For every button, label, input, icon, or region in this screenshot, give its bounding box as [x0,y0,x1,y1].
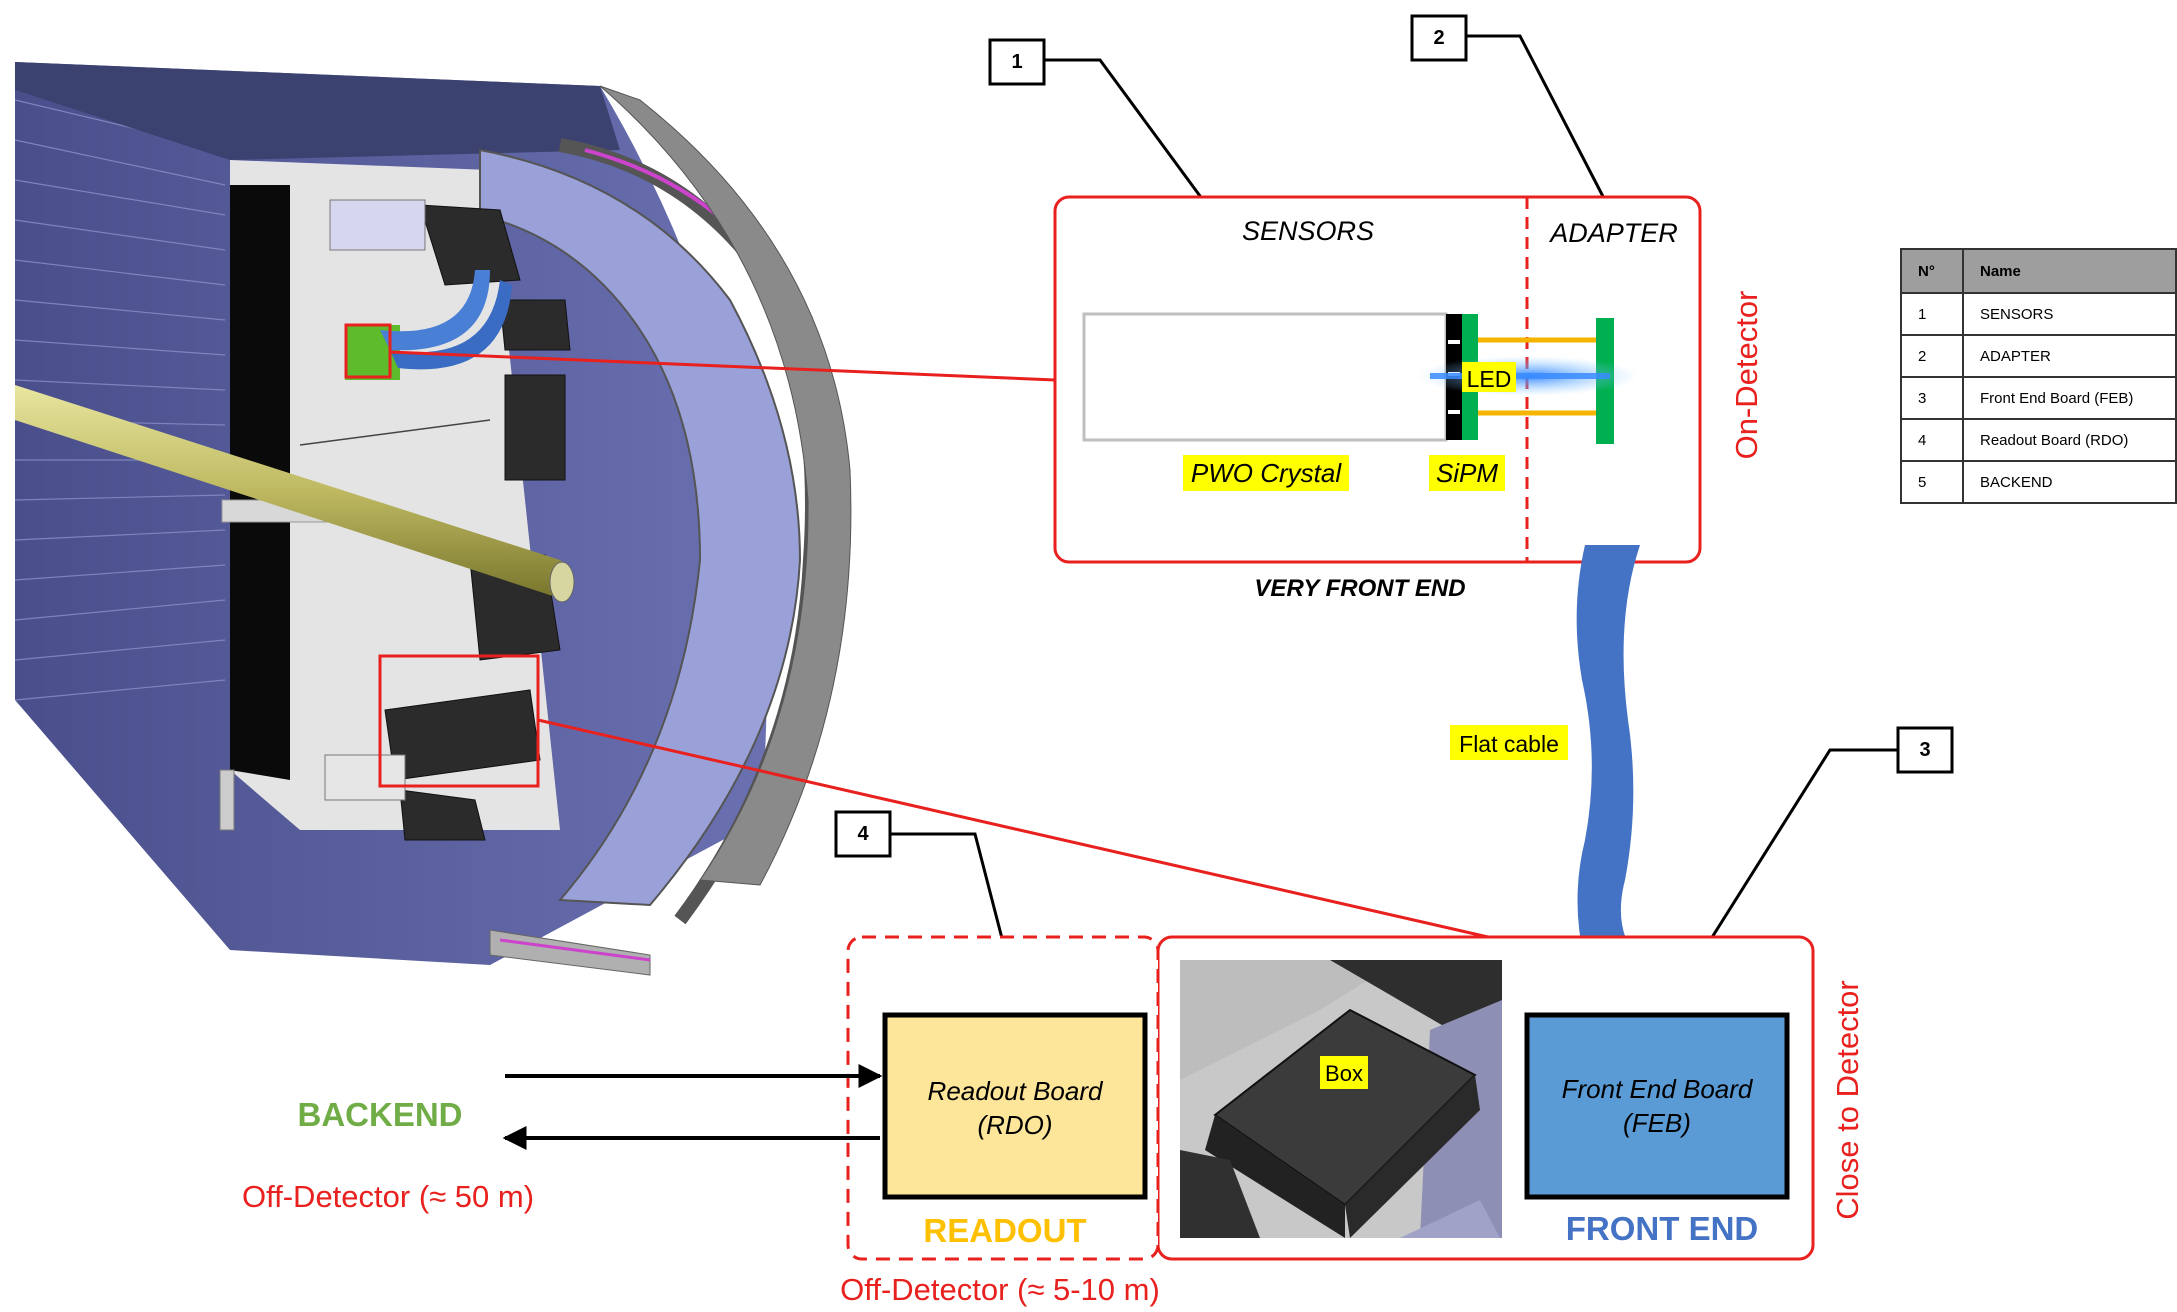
readout-distance: Off-Detector (≈ 5-10 m) [840,1272,1160,1307]
backend-distance: Off-Detector (≈ 50 m) [242,1179,534,1214]
sensors-label: SENSORS [1242,216,1374,246]
legend-number: 5 [1900,460,1964,504]
close-to-detector-label: Close to Detector [1830,980,1865,1220]
legend-table: N° Name 1 SENSORS 2 ADAPTER 3 Front End … [1900,248,2177,504]
legend-number: 2 [1900,334,1964,378]
sensor-zoom-line [389,350,1056,382]
legend-name: BACKEND [1962,460,2177,504]
adapter-label: ADAPTER [1548,218,1678,248]
legend-row: 1 SENSORS [1900,292,2177,336]
readout-panel: Readout Board (RDO) READOUT [846,935,1160,1261]
front-end-panel: Box Front End Board (FEB) FRONT END [1156,935,1815,1261]
callout-1-number: 1 [1011,51,1022,73]
detector-render [14,62,852,976]
legend-header-name: Name [1962,248,2177,294]
readout-caption: READOUT [923,1212,1086,1249]
pwo-crystal-label: PWO Crystal [1191,458,1342,488]
legend-number: 4 [1900,418,1964,462]
callout-2: 2 [1410,14,1612,211]
legend-row: 4 Readout Board (RDO) [1900,418,2177,462]
rdo-label-line1: Readout Board [928,1076,1104,1106]
flat-cable-label: Flat cable [1459,731,1559,757]
callout-3: 3 [1663,726,1954,1013]
callout-3-number: 3 [1919,739,1930,761]
callout-4-number: 4 [857,823,869,845]
backend-label: BACKEND [298,1096,463,1133]
legend-header-row: N° Name [1900,248,2177,294]
legend-number: 3 [1900,376,1964,420]
callout-4: 4 [834,810,1022,1009]
legend-name: Readout Board (RDO) [1962,418,2177,462]
box-photo [1180,960,1502,1238]
legend-name: ADAPTER [1962,334,2177,378]
legend-name: Front End Board (FEB) [1962,376,2177,420]
very-front-end-caption: VERY FRONT END [1254,575,1465,602]
led-label: LED [1467,366,1512,392]
box-label: Box [1325,1061,1363,1086]
legend-number: 1 [1900,292,1964,336]
sipm-label: SiPM [1436,458,1498,488]
pwo-crystal [1082,312,1448,442]
legend-row: 5 BACKEND [1900,460,2177,504]
feb-board [1524,1012,1790,1200]
front-end-caption: FRONT END [1566,1210,1759,1247]
rdo-label-line2: (RDO) [977,1110,1052,1140]
box-zoom-line [537,718,1489,939]
legend-row: 2 ADAPTER [1900,334,2177,378]
callout-2-number: 2 [1433,27,1444,49]
legend-header-number: N° [1900,248,1964,294]
sensor-zoom-box [344,323,392,379]
feb-label-line1: Front End Board [1562,1074,1754,1104]
on-detector-label: On-Detector [1729,291,1764,460]
callout-1: 1 [988,38,1227,231]
legend-name: SENSORS [1962,292,2177,336]
flat-cable [1576,545,1640,962]
feb-label-line2: (FEB) [1623,1108,1691,1138]
rdo-board [882,1012,1148,1200]
very-front-end-panel: SENSORS ADAPTER LED PWO Crystal SiPM [1053,195,1702,564]
legend-row: 3 Front End Board (FEB) [1900,376,2177,420]
